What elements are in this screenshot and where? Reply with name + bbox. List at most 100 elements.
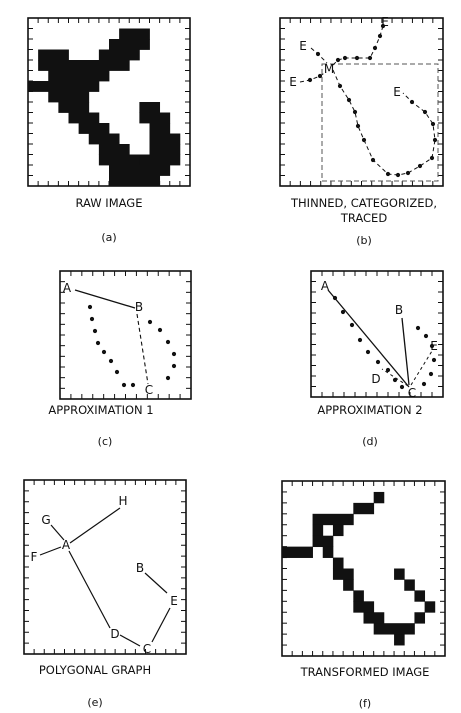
pixel-run bbox=[414, 590, 426, 602]
trace-point bbox=[165, 375, 171, 381]
pixel-run bbox=[98, 144, 130, 155]
panel-f-caption: TRANSFORMED IMAGE bbox=[300, 665, 430, 679]
pixel-run bbox=[353, 502, 375, 515]
edge-c-e bbox=[151, 607, 171, 643]
pixel-run bbox=[414, 612, 426, 624]
label-e-left-lower: E bbox=[289, 75, 297, 89]
pixel-run bbox=[363, 612, 385, 624]
pixel-run bbox=[139, 112, 171, 124]
trace-point bbox=[89, 316, 95, 322]
segment-c-d bbox=[381, 368, 409, 387]
trace-point bbox=[121, 382, 127, 388]
trace-point bbox=[101, 349, 107, 355]
pixel-run bbox=[78, 123, 110, 134]
pixel-run bbox=[343, 579, 354, 591]
trace-point bbox=[385, 171, 391, 177]
pixel-run bbox=[404, 579, 415, 591]
edge-a-g bbox=[50, 524, 65, 541]
label-c: C bbox=[408, 386, 416, 400]
panel-f-letter: (f) bbox=[359, 697, 371, 710]
trace-point bbox=[417, 163, 423, 169]
pixel-run bbox=[332, 568, 354, 580]
trace-point bbox=[372, 45, 378, 51]
label-g: G bbox=[41, 513, 50, 527]
trace-point bbox=[431, 357, 437, 363]
trace-point bbox=[380, 23, 386, 29]
pixel-run bbox=[149, 144, 181, 155]
panel-c-ticks bbox=[60, 271, 191, 399]
trace-point bbox=[395, 172, 401, 178]
pixel-run bbox=[68, 112, 100, 124]
trace-point bbox=[365, 349, 371, 355]
panel-d: A B C D E APPROXIMATION 2 (d) bbox=[310, 270, 444, 448]
panel-e-ticks bbox=[24, 480, 186, 654]
edge-e-b bbox=[144, 572, 168, 594]
trace-point bbox=[335, 57, 341, 63]
pixel-run bbox=[139, 102, 161, 113]
pixel-run bbox=[312, 513, 354, 526]
trace-point bbox=[421, 381, 427, 387]
trace-point bbox=[415, 325, 421, 331]
segment-a-c bbox=[327, 289, 410, 388]
panel-c-frame bbox=[59, 270, 192, 400]
trace-point bbox=[147, 319, 153, 325]
label-e-inner: E bbox=[393, 85, 401, 99]
panel-d-letter: (d) bbox=[362, 435, 378, 448]
label-e: E bbox=[430, 339, 438, 353]
trace-point bbox=[332, 295, 338, 301]
trace-point bbox=[385, 367, 391, 373]
panel-e-letter: (e) bbox=[87, 696, 102, 709]
label-d: D bbox=[110, 627, 119, 641]
trace-point bbox=[370, 157, 376, 163]
panel-d-ticks bbox=[311, 271, 443, 397]
trace-point bbox=[315, 51, 321, 57]
pixel-run bbox=[373, 491, 385, 504]
pixel-run bbox=[394, 568, 405, 580]
trace-point bbox=[367, 55, 373, 61]
segment-c-e bbox=[410, 350, 433, 386]
label-a: A bbox=[63, 281, 72, 295]
panel-a-letter: (a) bbox=[101, 231, 116, 244]
trace-point bbox=[429, 155, 435, 161]
trace-point bbox=[349, 322, 355, 328]
pixel-run bbox=[28, 81, 100, 92]
label-e: E bbox=[170, 594, 178, 608]
panel-f: TRANSFORMED IMAGE (f) bbox=[281, 480, 446, 710]
label-c: C bbox=[143, 642, 151, 656]
segment-b-c bbox=[401, 317, 410, 386]
trace-point bbox=[95, 340, 101, 346]
label-m: M bbox=[324, 62, 334, 76]
pixel-run bbox=[322, 546, 334, 558]
panel-e-frame bbox=[23, 479, 187, 655]
label-e-top: E bbox=[381, 15, 389, 29]
edge-a-f bbox=[39, 546, 62, 556]
trace-left-lower bbox=[299, 71, 327, 83]
pixel-run bbox=[312, 524, 324, 537]
edge-a-d bbox=[68, 550, 111, 629]
panel-c-letter: (c) bbox=[98, 435, 113, 448]
label-h: H bbox=[118, 494, 127, 508]
panel-c: A B C APPROXIMATION 1 (c) bbox=[48, 270, 192, 448]
panel-b: E E M E E THINNED, CATEGORIZED, TRACED (… bbox=[279, 15, 444, 247]
trace-point bbox=[157, 327, 163, 333]
trace-point bbox=[423, 333, 429, 339]
trace-point bbox=[405, 170, 411, 176]
pixel-run bbox=[394, 634, 405, 646]
edge-d-c bbox=[119, 634, 141, 647]
trace-point bbox=[307, 77, 313, 83]
panel-c-caption: APPROXIMATION 1 bbox=[48, 403, 153, 417]
pixel-run bbox=[149, 133, 181, 145]
trace-loop bbox=[332, 69, 436, 176]
trace-point bbox=[342, 55, 348, 61]
approximation-2-points bbox=[332, 295, 437, 390]
pixel-run bbox=[109, 39, 150, 50]
trace-point bbox=[340, 309, 346, 315]
pixel-run bbox=[109, 165, 171, 176]
approximation-1-points bbox=[87, 304, 177, 388]
trace-point bbox=[432, 137, 438, 143]
trace-point bbox=[171, 351, 177, 357]
pixel-run bbox=[119, 28, 150, 40]
label-e-left-upper: E bbox=[299, 39, 307, 53]
pixel-run bbox=[373, 623, 415, 635]
